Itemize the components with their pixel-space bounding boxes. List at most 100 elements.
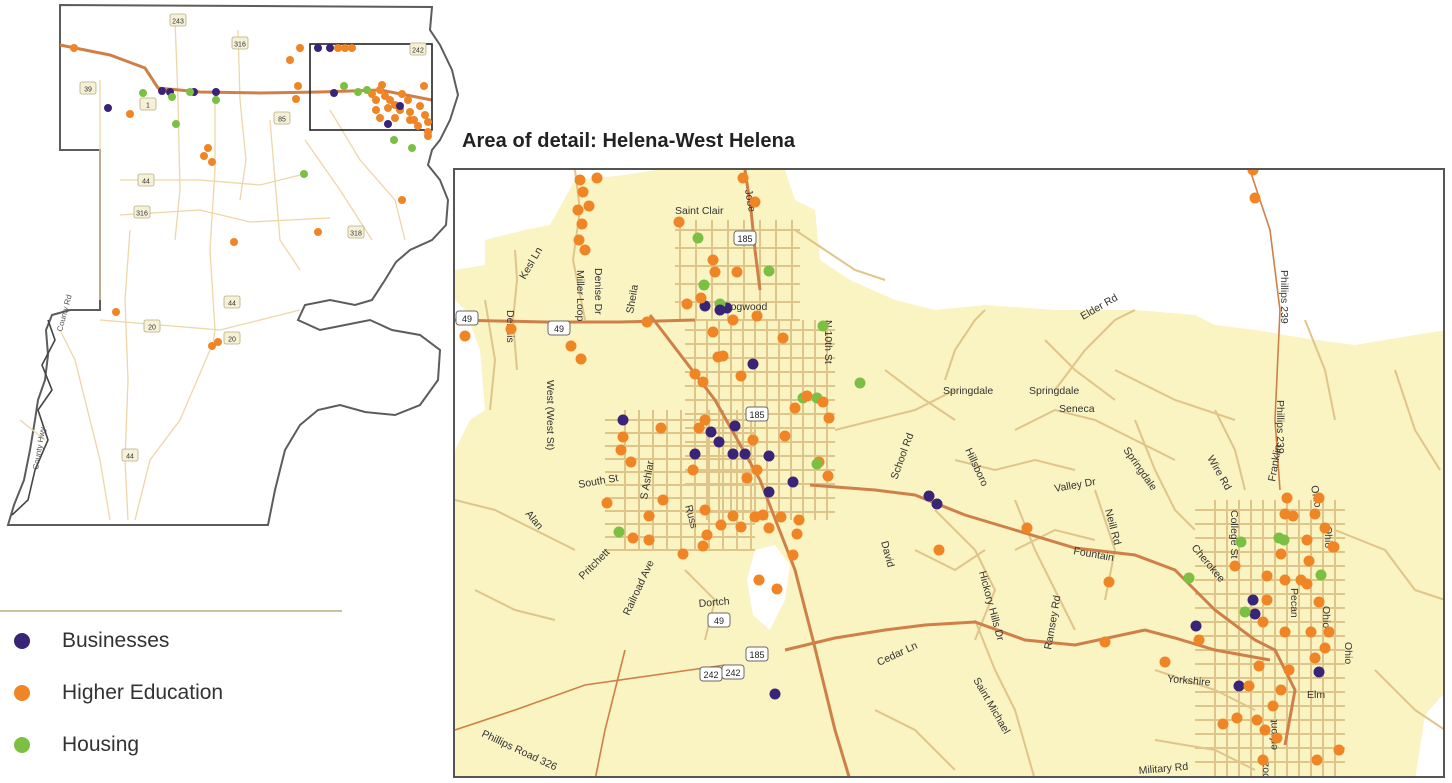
housing-point — [172, 120, 180, 128]
business-point — [923, 490, 935, 502]
highway-shield-label: 316 — [234, 42, 246, 49]
higher-education-point — [1257, 616, 1269, 628]
street-label: Denise Dr — [592, 268, 604, 315]
businesses-dot-icon — [14, 633, 30, 649]
highway-shield: 85 — [273, 111, 291, 125]
business-point — [763, 486, 775, 498]
business-point — [739, 448, 751, 460]
higher-education-point — [334, 44, 342, 52]
higher-education-point — [583, 200, 595, 212]
housing-dot-icon — [14, 737, 30, 753]
higher-education-point — [505, 323, 517, 335]
housing-point — [817, 320, 829, 332]
housing-point — [854, 377, 866, 389]
street-label: Miller Loop — [574, 270, 586, 322]
higher-education-point — [1305, 626, 1317, 638]
higher-education-point — [695, 292, 707, 304]
housing-point — [139, 89, 147, 97]
street — [571, 170, 586, 321]
business-point — [1233, 680, 1245, 692]
higher-education-point — [579, 244, 591, 256]
higher-education-point — [348, 44, 356, 52]
higher-education-point — [1275, 548, 1287, 560]
legend-item-higher-education: Higher Education — [14, 678, 223, 708]
legend-label: Businesses — [62, 629, 170, 652]
higher-education-point — [735, 370, 747, 382]
highway-shield: 242 — [721, 664, 745, 680]
higher-education-point — [1021, 522, 1033, 534]
higher-education-point — [1159, 656, 1171, 668]
highway-shield-label: 39 — [84, 87, 92, 94]
business-point — [326, 44, 334, 52]
higher-education-point — [386, 96, 394, 104]
higher-education-point — [591, 172, 603, 184]
highway-shield-label: 185 — [749, 650, 764, 660]
higher-education-point — [741, 472, 753, 484]
higher-education-point — [406, 108, 414, 116]
higher-education-point — [757, 509, 769, 521]
street — [934, 509, 997, 641]
business-point — [769, 688, 781, 700]
higher-education-point — [731, 266, 743, 278]
higher-education-point — [1103, 576, 1115, 588]
housing-point — [186, 88, 194, 96]
housing-point — [1278, 534, 1290, 546]
higher-education-point — [372, 106, 380, 114]
higher-education-point — [1283, 664, 1295, 676]
higher-education-point — [763, 522, 775, 534]
detail-title: Area of detail: Helena-West Helena — [462, 130, 796, 152]
detail-secondary-highway — [455, 170, 1281, 776]
higher-education-point — [576, 218, 588, 230]
business-point — [617, 414, 629, 426]
higher-education-point — [204, 144, 212, 152]
business-point — [1313, 666, 1325, 678]
higher-education-point — [577, 186, 589, 198]
highway-shield: 316 — [231, 36, 249, 50]
highway-shield: 242 — [409, 42, 427, 56]
higher-education-point — [1243, 680, 1255, 692]
higher-education-point — [459, 330, 471, 342]
higher-education-point — [424, 132, 432, 140]
legend-item-housing: Housing — [14, 730, 139, 760]
business-point — [1249, 608, 1261, 620]
higher-education-point — [414, 122, 422, 130]
higher-education-point — [801, 390, 813, 402]
street-label: Springdale — [943, 385, 993, 397]
business-point — [747, 358, 759, 370]
county-data-points — [70, 44, 432, 350]
housing-point — [168, 93, 176, 101]
lake — [747, 545, 790, 630]
business-point — [727, 448, 739, 460]
street-label: Elm — [1307, 689, 1325, 701]
higher-education-point — [727, 510, 739, 522]
higher-education-point — [1231, 712, 1243, 724]
business-point — [396, 102, 404, 110]
higher-education-point — [735, 521, 747, 533]
highway-shield-label: 44 — [126, 454, 134, 461]
street-label: Saint Clair — [675, 205, 724, 217]
street — [834, 389, 956, 431]
street — [511, 249, 519, 371]
higher-education-point — [791, 528, 803, 540]
legend-label: Housing — [62, 733, 140, 756]
higher-education-point — [376, 114, 384, 122]
business-point — [931, 498, 943, 510]
higher-education-point — [1099, 636, 1111, 648]
business-point — [158, 87, 166, 95]
legend-item-businesses: Businesses — [14, 626, 169, 656]
higher-education-point — [775, 511, 787, 523]
higher-education-point — [296, 44, 304, 52]
higher-education-point — [208, 342, 216, 350]
housing-point — [1183, 572, 1195, 584]
housing-point — [613, 526, 625, 538]
street-label: Dogwood — [723, 301, 768, 313]
higher-education-point — [1327, 541, 1339, 553]
street-label: West (West St) — [544, 380, 556, 450]
street — [474, 589, 556, 621]
higher-education-point — [1267, 700, 1279, 712]
area-of-detail-box — [309, 43, 433, 131]
higher-education-point — [699, 414, 711, 426]
housing-point — [340, 82, 348, 90]
